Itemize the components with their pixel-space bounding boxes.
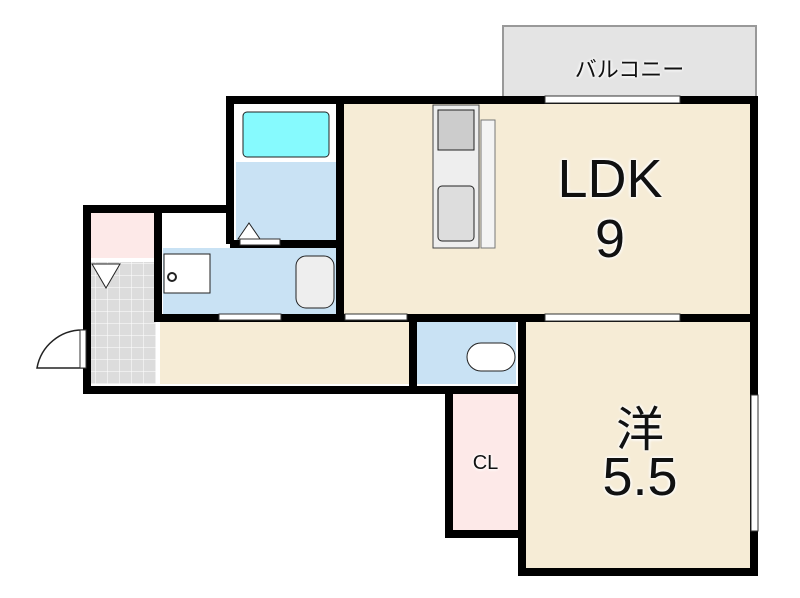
western-room-size: 5.5 bbox=[602, 447, 678, 507]
stove-icon bbox=[437, 109, 475, 151]
balcony bbox=[502, 25, 757, 99]
drain-icon bbox=[167, 272, 177, 282]
western-room-floor bbox=[525, 322, 753, 568]
ldk-floor bbox=[343, 100, 753, 315]
sink-icon bbox=[437, 185, 475, 242]
bathtub bbox=[242, 111, 330, 158]
entrance-tile bbox=[90, 262, 156, 384]
windows bbox=[79, 95, 759, 532]
balcony-label: バルコニー bbox=[574, 57, 685, 82]
entrance-shoebox bbox=[90, 212, 155, 258]
toilet bbox=[466, 342, 516, 372]
ldk-size: 9 bbox=[594, 209, 626, 269]
hallway-floor bbox=[160, 320, 410, 384]
closet-floor bbox=[453, 394, 518, 530]
shoebox-door-icon bbox=[91, 263, 121, 289]
storage bbox=[163, 212, 230, 242]
closet-label: CL bbox=[472, 452, 499, 474]
washbasin bbox=[295, 255, 335, 309]
kitchen-wall-panel bbox=[480, 119, 496, 249]
ldk-name: LDK bbox=[557, 149, 663, 209]
entrance-door[interactable] bbox=[36, 329, 84, 369]
western-room-name: 洋 bbox=[615, 404, 664, 457]
